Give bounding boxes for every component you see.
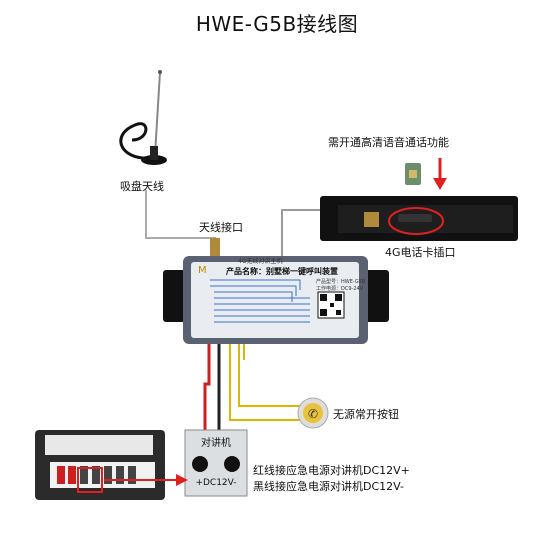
label-suction-antenna: 吸盘天线 — [120, 180, 164, 193]
label-antenna-port: 天线接口 — [199, 221, 243, 234]
label-black-wire: 黑线接应急电源对讲机DC12V- — [253, 480, 404, 493]
intercom-box — [184, 429, 248, 497]
label-sim-slot: 4G电话卡插口 — [385, 246, 456, 259]
intercom-polarity-label: +DC12V- — [195, 478, 237, 488]
main-device — [163, 256, 389, 344]
antenna-connector — [210, 238, 220, 256]
red-wire — [203, 344, 211, 434]
label-passive-button: 无源常开按钮 — [333, 408, 399, 421]
passive-button: ✆ — [297, 397, 329, 429]
sim-slot-highlight — [388, 207, 444, 235]
label-red-wire: 红线接应急电源对讲机DC12V+ — [253, 464, 410, 477]
terminal-highlight — [77, 467, 103, 493]
device-header-small: 4G无线对讲主机 — [238, 258, 283, 265]
intercom-label: 对讲机 — [201, 438, 231, 449]
yellow-wire-2 — [238, 344, 300, 407]
device-product-name: 产品名称：别墅梯一键呼叫装置 — [226, 267, 338, 276]
label-hd-voice-note: 需开通高清语音通话功能 — [328, 136, 449, 149]
emergency-power-board — [35, 430, 165, 500]
suction-antenna — [119, 70, 167, 165]
yellow-wire-1 — [229, 344, 300, 421]
device-power: 工作电源：DC9-24V — [316, 286, 364, 292]
page-title: HWE-G5B接线图 — [195, 12, 359, 36]
svg-text:✆: ✆ — [308, 407, 318, 421]
brand-logo: M — [198, 265, 207, 276]
device-model: 产品型号：HWE-G5B — [316, 279, 366, 285]
